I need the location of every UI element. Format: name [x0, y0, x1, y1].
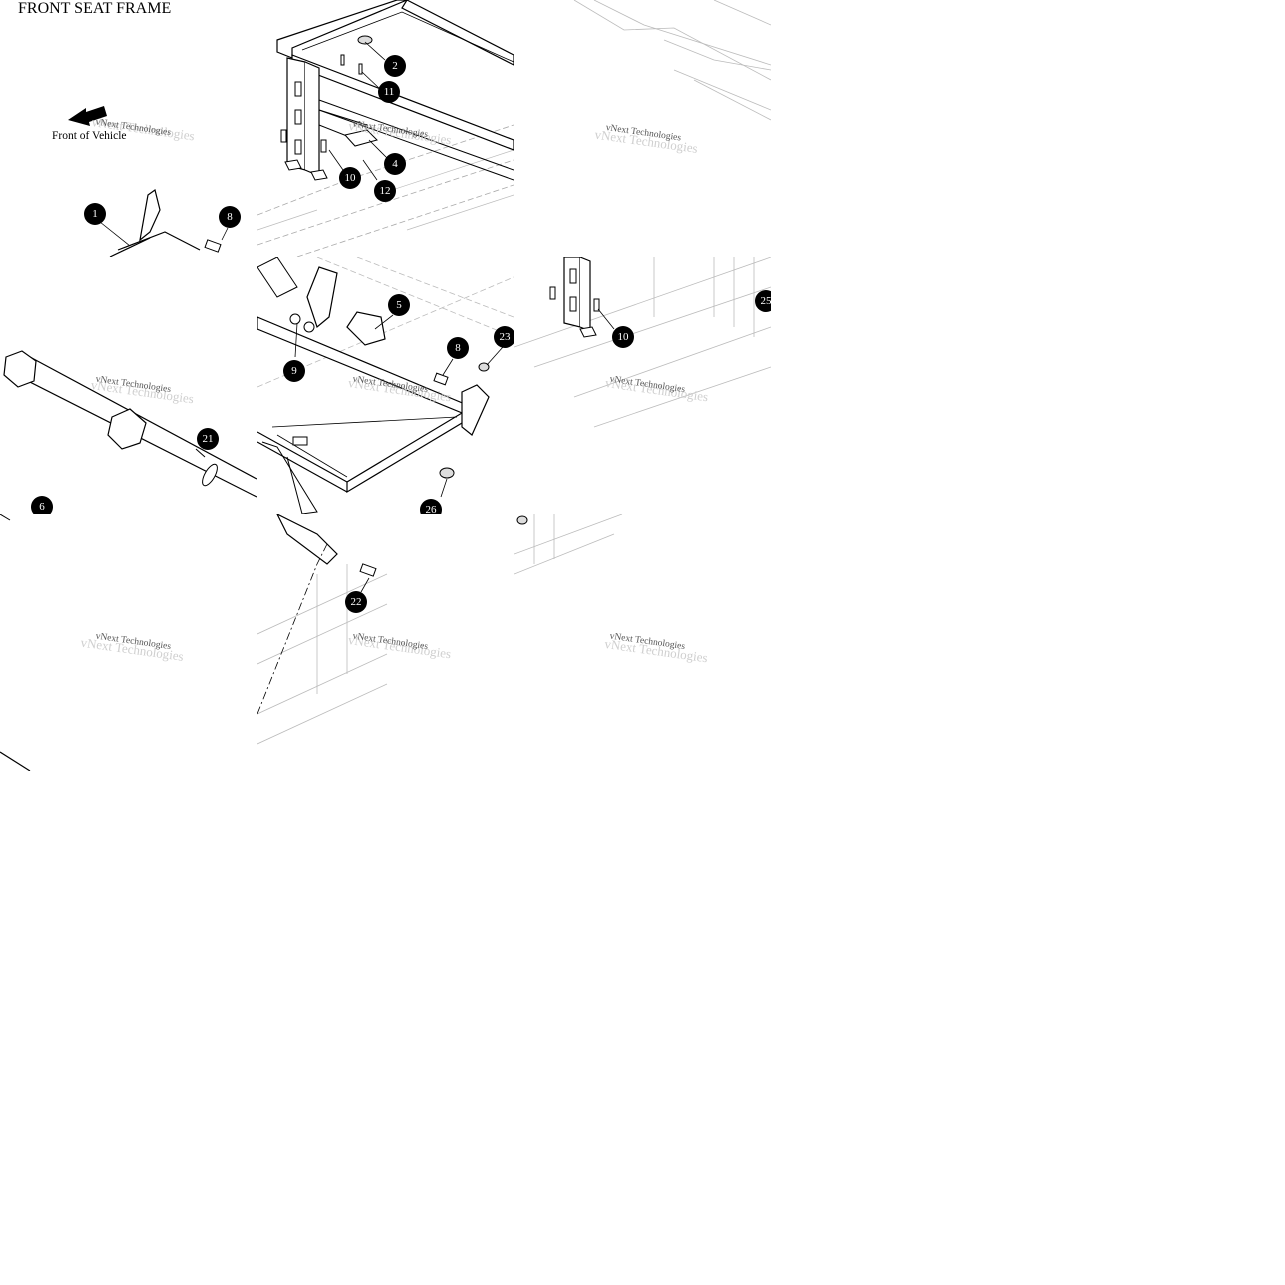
- tile-top-left: vNext Technologies vNext Technologies 1 …: [0, 0, 257, 257]
- svg-text:21: 21: [203, 433, 214, 445]
- tile-middle-left: vNext Technologies vNext Technologies 21…: [0, 257, 257, 514]
- callout-10-b: 10: [612, 326, 634, 348]
- tile-bottom-right: vNext Technologies vNext Technologies: [514, 514, 771, 771]
- front-of-vehicle-label: Front of Vehicle: [52, 130, 127, 142]
- front-arrow-icon: [68, 106, 107, 126]
- svg-text:4: 4: [392, 158, 398, 170]
- callout-5: 5: [388, 294, 410, 316]
- tile-center: vNext Technologies vNext Technologies 5 …: [257, 257, 514, 514]
- parts-diagram: vNext Technologies vNext Technologies 1 …: [0, 0, 772, 772]
- svg-text:8: 8: [227, 211, 233, 223]
- svg-text:11: 11: [384, 86, 395, 98]
- callout-12: 12: [374, 180, 396, 202]
- svg-text:10: 10: [618, 331, 630, 343]
- callout-10-a: 10: [339, 167, 361, 189]
- svg-text:22: 22: [351, 596, 362, 608]
- callout-23: 23: [494, 326, 514, 348]
- svg-text:5: 5: [396, 299, 402, 311]
- callout-4: 4: [384, 153, 406, 175]
- svg-text:8: 8: [455, 342, 461, 354]
- diagram-title: FRONT SEAT FRAME: [18, 0, 172, 17]
- tile-top-center: vNext Technologies vNext Technologies 2 …: [257, 0, 514, 257]
- svg-text:26: 26: [426, 504, 438, 514]
- tile-bottom-center: vNext Technologies vNext Technologies 22: [257, 514, 514, 771]
- callout-8-b: 8: [447, 337, 469, 359]
- svg-text:2: 2: [392, 60, 398, 72]
- callout-1: 1: [84, 203, 106, 225]
- callout-21: 21: [197, 428, 219, 450]
- tile-middle-right: vNext Technologies vNext Technologies 10…: [514, 257, 771, 514]
- svg-text:23: 23: [500, 331, 512, 343]
- callout-25: 25: [755, 290, 771, 312]
- callout-2: 2: [384, 55, 406, 77]
- callout-8-a: 8: [219, 206, 241, 228]
- tile-top-right: vNext Technologies vNext Technologies: [514, 0, 771, 257]
- svg-text:9: 9: [291, 365, 297, 377]
- svg-text:6: 6: [39, 501, 45, 513]
- svg-text:10: 10: [345, 172, 357, 184]
- svg-text:1: 1: [92, 208, 98, 220]
- callout-11: 11: [378, 81, 400, 103]
- callout-26: 26: [420, 499, 442, 514]
- callout-22: 22: [345, 591, 367, 613]
- svg-text:12: 12: [380, 185, 391, 197]
- tile-bottom-left: vNext Technologies vNext Technologies: [0, 514, 257, 771]
- svg-text:25: 25: [761, 295, 772, 307]
- callout-6: 6: [31, 496, 53, 514]
- callout-9: 9: [283, 360, 305, 382]
